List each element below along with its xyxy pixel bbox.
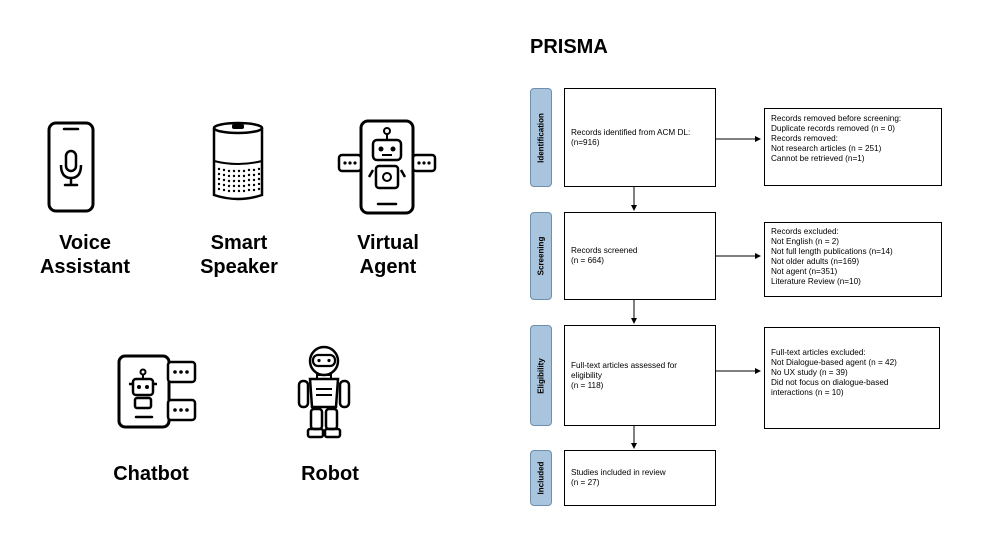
records-removed-box: Records removed before screening: Duplic… [764, 108, 942, 186]
prisma-title: PRISMA [530, 36, 608, 58]
robot-label: Robot [301, 463, 359, 485]
records-identified-box: Records identified from ACM DL: (n=916) [564, 88, 716, 187]
humanoid-robot-icon [297, 345, 351, 439]
records-screened-box: Records screened (n = 664) [564, 212, 716, 300]
chatbot-tablet-icon [117, 354, 197, 429]
full-text-excluded-box: Full-text articles excluded: Not Dialogu… [764, 327, 940, 429]
stage-included: Included [530, 450, 552, 506]
phone-robot-chat-icon [337, 119, 437, 215]
smartphone-microphone-icon [47, 121, 95, 213]
stage-eligibility: Eligibility [530, 325, 552, 426]
stage-identification: Identification [530, 88, 552, 187]
full-text-assessed-box: Full-text articles assessed for eligibil… [564, 325, 716, 426]
studies-included-box: Studies included in review (n = 27) [564, 450, 716, 506]
smart-speaker-icon [212, 121, 264, 201]
chatbot-label: Chatbot [113, 463, 189, 485]
stage-screening: Screening [530, 212, 552, 300]
records-excluded-box: Records excluded: Not English (n = 2) No… [764, 222, 942, 297]
